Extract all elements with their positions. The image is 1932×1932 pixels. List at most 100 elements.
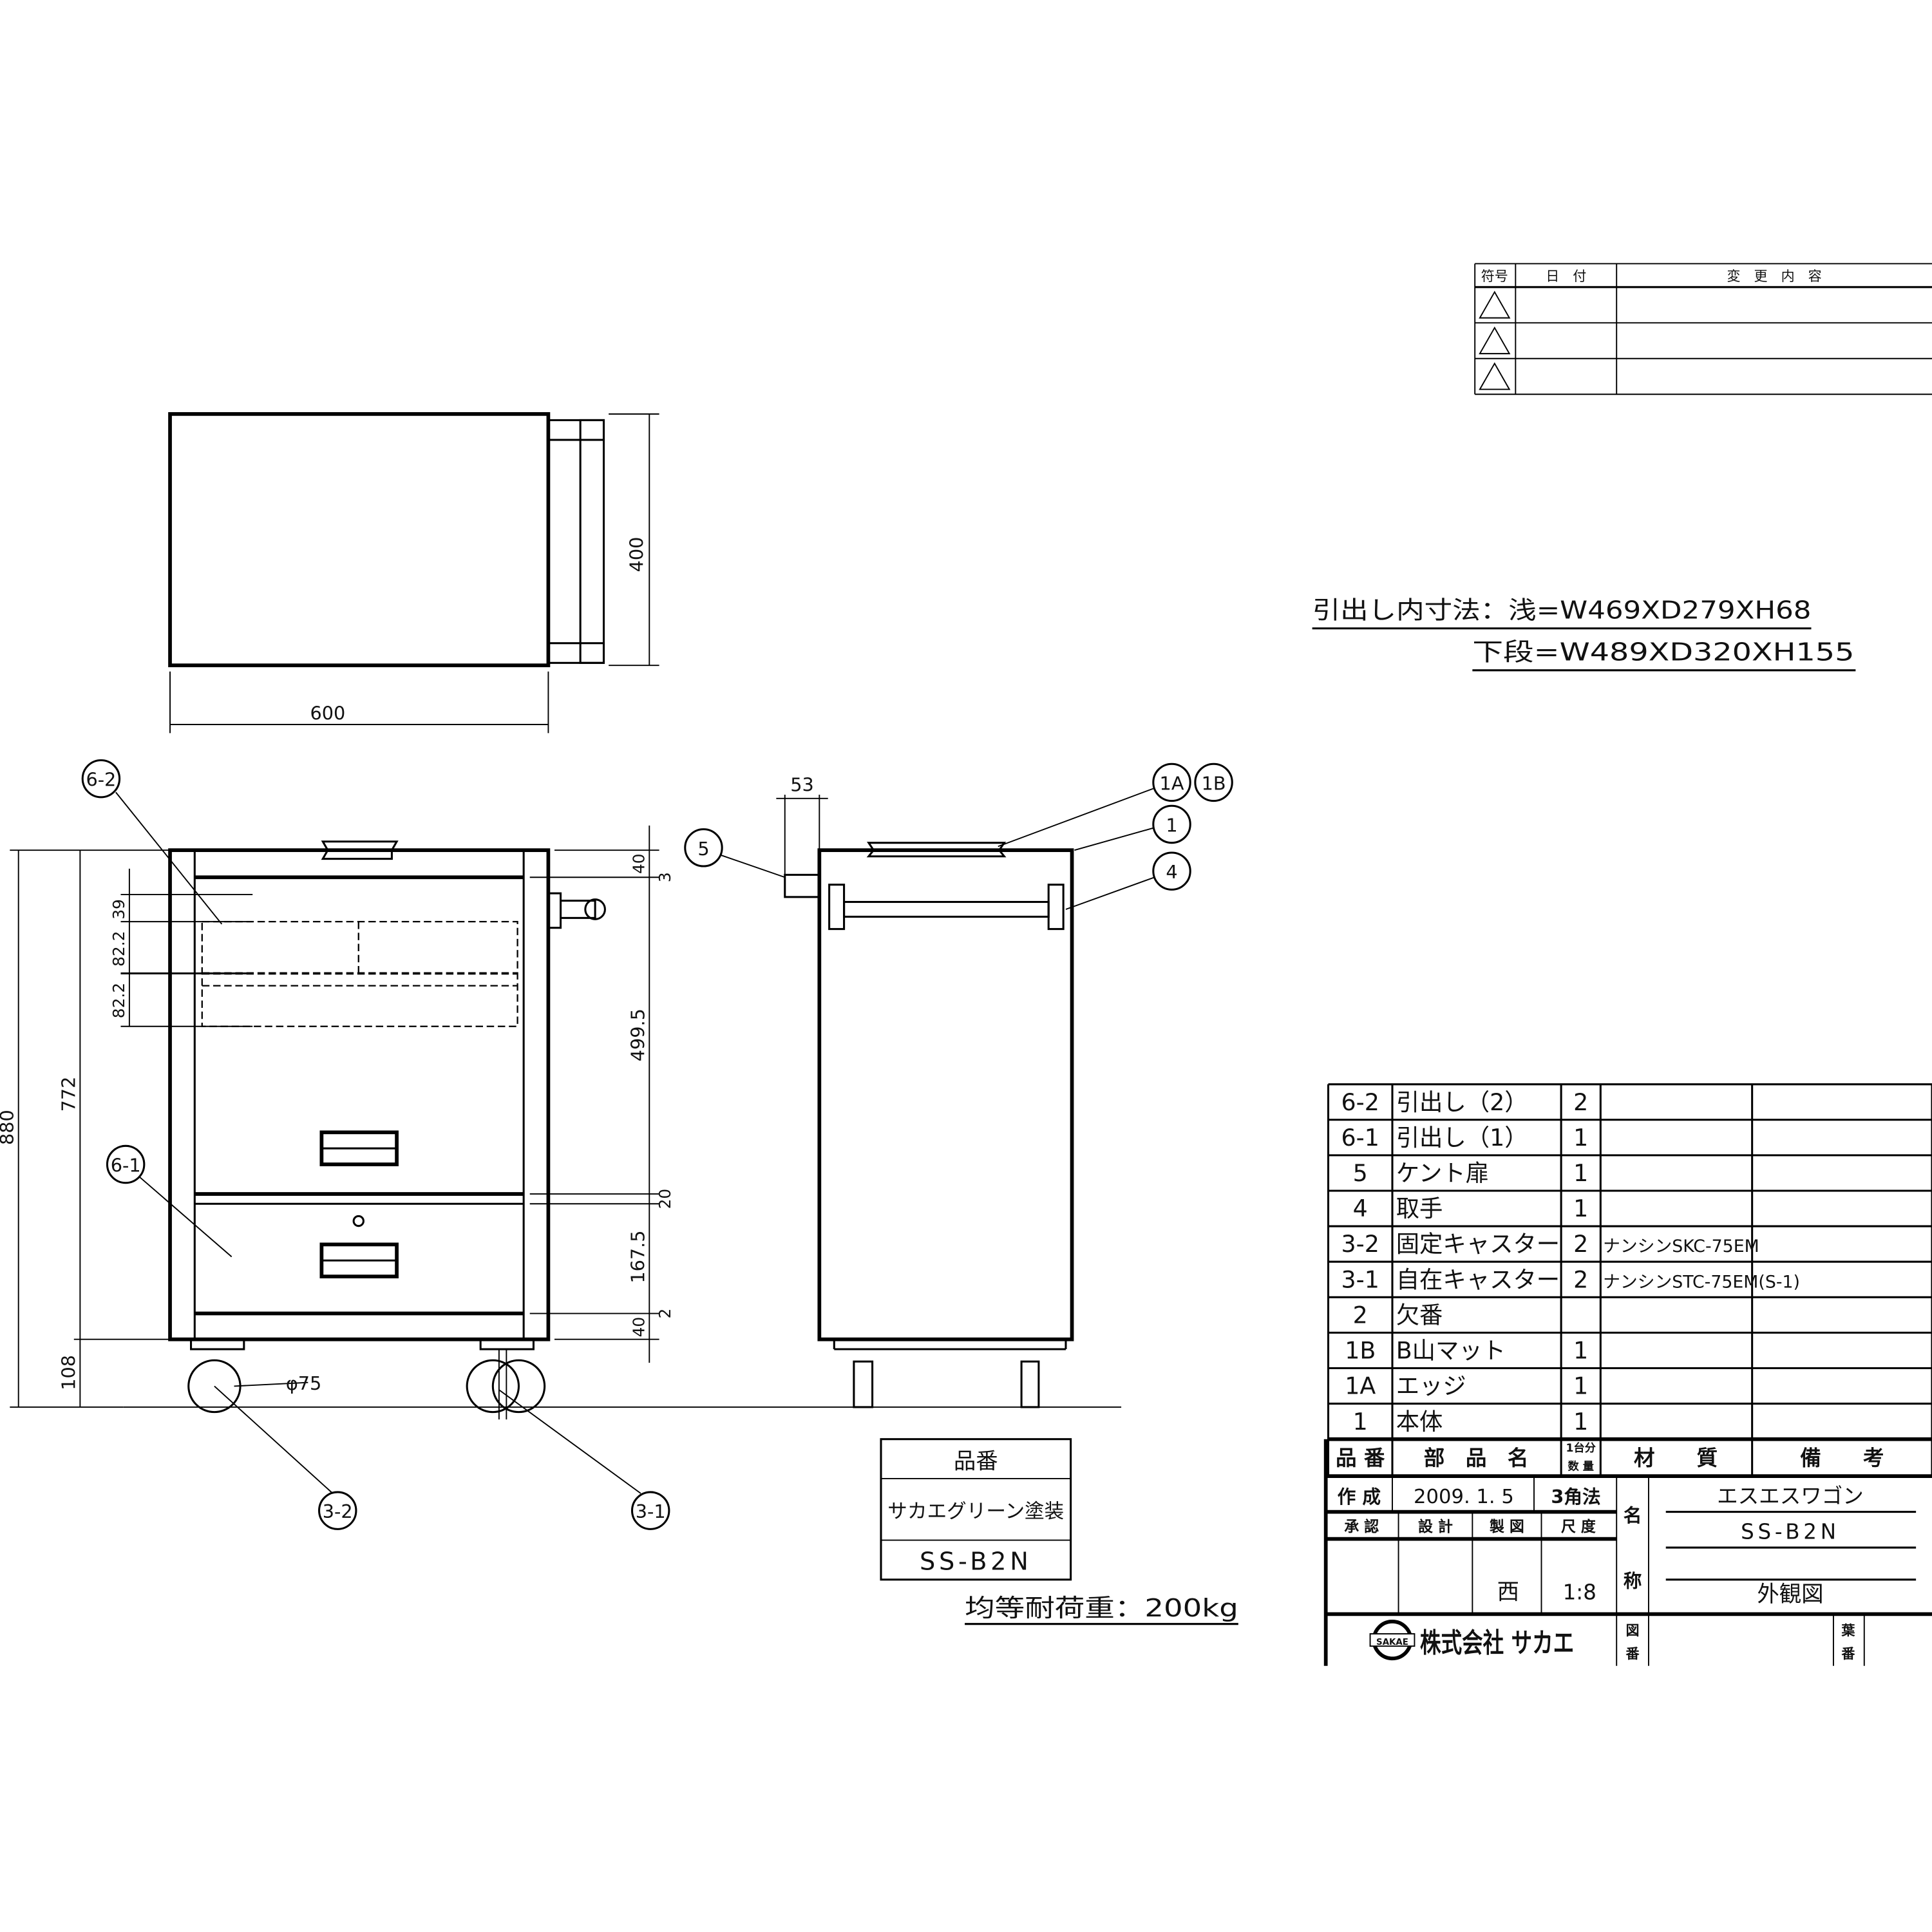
- cell-no: 6-2: [1341, 1088, 1379, 1116]
- side-view: 53: [776, 773, 1074, 1408]
- cell-name: 本体: [1396, 1408, 1443, 1435]
- drawer-dims-line1: 引出し内寸法：浅=W469XD279XH68: [1312, 596, 1812, 625]
- callout-4: 4: [1166, 861, 1177, 883]
- product-finish: サカエグリーン塗装: [887, 1501, 1064, 1523]
- cell-no: 3-2: [1341, 1230, 1379, 1258]
- cell-no: 1: [1353, 1408, 1368, 1435]
- header-note: 備 考: [1800, 1446, 1884, 1470]
- scale-value: 1:8: [1563, 1580, 1596, 1604]
- cell-no: 2: [1353, 1301, 1368, 1329]
- rev-header-date: 日 付: [1546, 268, 1586, 284]
- cell-qty: 1: [1573, 1195, 1588, 1222]
- table-row: 6-1 引出し（1） 1: [1341, 1124, 1589, 1151]
- plan-view: 600 400: [168, 412, 659, 734]
- callout-3-2: 3-2: [323, 1501, 353, 1522]
- callout-6-1: 6-1: [111, 1155, 141, 1177]
- rev-header-content: 変 更 内 容: [1727, 268, 1821, 284]
- cell-qty: 1: [1573, 1124, 1588, 1151]
- door-offset-dim: 53: [790, 773, 814, 795]
- drawer-dimension-note: 引出し内寸法：浅=W469XD279XH68 下段=W489XD320XH155: [1312, 596, 1856, 672]
- dim-82-2-a: 82.2: [109, 931, 128, 967]
- front-view: φ75 880 772 108 39 82.2 82.2 40 3 499.5 …: [0, 825, 1122, 1420]
- drawing-no-label-top: 図: [1626, 1622, 1640, 1638]
- name-label-top: 名: [1624, 1504, 1642, 1526]
- cell-no: 1A: [1345, 1372, 1376, 1400]
- callout-1: 1: [1166, 814, 1177, 836]
- cell-qty: 1: [1573, 1408, 1588, 1435]
- product-box-header: 品番: [954, 1449, 998, 1475]
- callout-1A: 1A: [1160, 772, 1184, 794]
- caster-height-dim: 108: [58, 1355, 80, 1390]
- scale-label: 尺 度: [1561, 1518, 1596, 1535]
- table-row: 1A エッジ 1: [1345, 1372, 1588, 1400]
- design-label: 設 計: [1418, 1518, 1453, 1535]
- dim-right-499-5: 499.5: [627, 1009, 649, 1061]
- cell-no: 1B: [1345, 1337, 1376, 1365]
- table-row: 6-2 引出し（2） 2: [1341, 1088, 1589, 1116]
- header-material: 材 質: [1634, 1446, 1718, 1470]
- header-qty_top: 1台分: [1566, 1441, 1596, 1455]
- callouts: 6-2 6-1 3-2 3-1 5 1A 1B 1 4: [81, 759, 1233, 1530]
- dim-right-3: 3: [656, 872, 674, 882]
- cell-name: エッジ: [1396, 1372, 1466, 1400]
- header-name: 部 品 名: [1424, 1446, 1529, 1470]
- header-no: 品 番: [1336, 1446, 1385, 1470]
- dim-right-40-bottom: 40: [630, 1317, 649, 1338]
- cell-qty: 2: [1573, 1230, 1588, 1258]
- product-name: エスエスワゴン: [1717, 1484, 1864, 1508]
- cell-name: 自在キャスター: [1396, 1265, 1560, 1293]
- product-box: 品番 サカエグリーン塗装 SS-B2N 均等耐荷重：200kg: [880, 1438, 1238, 1625]
- title-model: SS-B2N: [1741, 1520, 1840, 1544]
- drafter: 西: [1497, 1579, 1519, 1605]
- drawer-dims-line2: 下段=W489XD320XH155: [1472, 638, 1854, 667]
- body-height-dim: 772: [58, 1077, 80, 1112]
- cell-qty: 2: [1573, 1265, 1588, 1293]
- dim-39: 39: [109, 899, 128, 920]
- table-row: 5 ケント扉 1: [1353, 1159, 1589, 1187]
- created-label: 作 成: [1338, 1486, 1381, 1508]
- revision-triangle-icon: [1479, 327, 1511, 355]
- revision-triangle-icon: [1479, 290, 1511, 319]
- title-block: 作 成 2009. 1. 5 3角法 承 認 設 計 製 図 尺 度 西 1:8…: [1323, 1439, 1932, 1666]
- cell-name: ケント扉: [1396, 1159, 1489, 1187]
- dim-82-2-b: 82.2: [109, 983, 128, 1018]
- cell-no: 6-1: [1341, 1124, 1379, 1151]
- fixed-caster: [187, 1359, 242, 1414]
- parts-table: 6-2 引出し（2） 2 6-1 引出し（1） 1 5 ケント扉 1 4 取手 1 3-2 固定キャスター…: [1327, 1083, 1932, 1475]
- cell-qty: 2: [1573, 1088, 1588, 1116]
- cell-name: 引出し（2）: [1396, 1088, 1528, 1116]
- cell-no: 5: [1353, 1159, 1368, 1187]
- cell-name: B山マット: [1396, 1337, 1506, 1365]
- dim-right-167-5: 167.5: [627, 1230, 649, 1283]
- table-row: 1 本体 1: [1353, 1408, 1589, 1435]
- dim-right-2: 2: [656, 1309, 674, 1319]
- cell-name: 固定キャスター: [1396, 1230, 1560, 1258]
- cell-name: 引出し（1）: [1396, 1124, 1528, 1151]
- drawing-no-label-bottom: 番: [1626, 1645, 1640, 1662]
- created-date: 2009. 1. 5: [1414, 1486, 1514, 1508]
- table-row: 4 取手 1: [1353, 1195, 1589, 1222]
- rev-header-symbol: 符号: [1481, 268, 1508, 284]
- revision-table: 符号 日 付 変 更 内 容: [1474, 263, 1932, 395]
- cell-no: 3-1: [1341, 1265, 1379, 1293]
- cell-qty: 1: [1573, 1372, 1588, 1400]
- caster-diameter-dim: φ75: [286, 1372, 321, 1394]
- cell-name: 取手: [1396, 1195, 1443, 1222]
- cell-no: 4: [1353, 1195, 1368, 1222]
- draft-label: 製 図: [1489, 1518, 1524, 1535]
- load-rating: 均等耐荷重：200kg: [965, 1594, 1238, 1623]
- cell-qty: 1: [1573, 1337, 1588, 1365]
- header-qty_bottom: 数 量: [1568, 1460, 1594, 1473]
- swivel-caster: [466, 1359, 520, 1414]
- company-name: 株式会社 サカエ: [1420, 1627, 1574, 1659]
- callout-1B: 1B: [1202, 772, 1226, 794]
- sakae-logo: SAKAE: [1369, 1619, 1416, 1661]
- logo-text: SAKAE: [1376, 1638, 1408, 1647]
- keyhole-icon: [352, 1215, 365, 1227]
- cell-qty: 1: [1573, 1159, 1588, 1187]
- callout-3-1: 3-1: [636, 1501, 666, 1522]
